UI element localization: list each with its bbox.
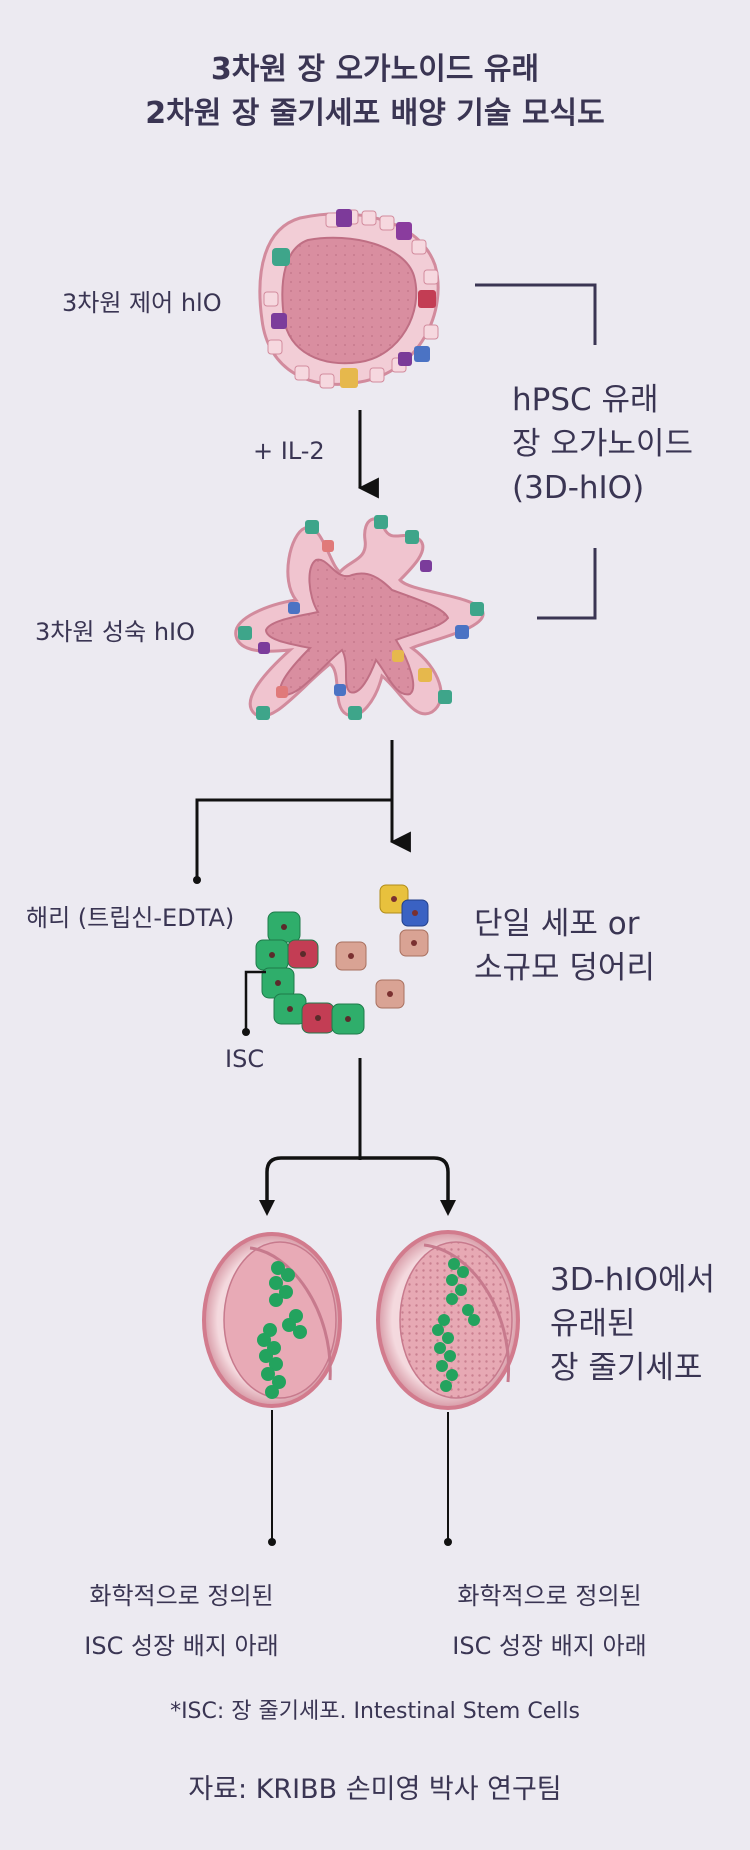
derived-isc-label: 3D-hIO에서 유래된 장 줄기세포 xyxy=(550,1258,715,1390)
right-dish-line-2: ISC 성장 배지 아래 xyxy=(452,1632,647,1660)
single-cells-line-2: 소규모 덩어리 xyxy=(474,950,655,986)
left-culture-dish-image xyxy=(202,1232,342,1408)
hpsc-label-line-2: 장 오가노이드 xyxy=(512,426,693,462)
bracket-bottom xyxy=(537,548,597,620)
mature-organoid-image xyxy=(234,515,485,720)
dissociation-pointer-line xyxy=(195,798,392,878)
right-culture-dish-image xyxy=(376,1230,520,1410)
single-cells-line-1: 단일 세포 or xyxy=(474,906,640,942)
isc-pointer-dot xyxy=(242,1028,250,1036)
left-dish-pointer-dot xyxy=(268,1538,276,1546)
left-dish-label: 화학적으로 정의된 ISC 성장 배지 아래 xyxy=(64,1571,299,1671)
hpsc-label-line-3: (3D-hIO) xyxy=(512,470,645,506)
split-arrow xyxy=(265,1156,450,1210)
right-dish-line-1: 화학적으로 정의된 xyxy=(457,1582,642,1610)
control-hio-label: 3차원 제어 hlO xyxy=(62,289,222,317)
single-cells-label: 단일 세포 or 소규모 덩어리 xyxy=(474,902,655,990)
source-credit: 자료: KRIBB 손미영 박사 연구팀 xyxy=(188,1774,562,1805)
il2-label: + IL-2 xyxy=(253,437,325,465)
diagram-title: 3차원 장 오가노이드 유래 2차원 장 줄기세포 배양 기술 모식도 xyxy=(0,48,750,136)
left-dish-line-1: 화학적으로 정의된 xyxy=(89,1582,274,1610)
split-arrow-right-head xyxy=(440,1200,456,1216)
dissociation-label: 해리 (트립신-EDTA) xyxy=(26,904,235,932)
derived-isc-line-2: 유래된 xyxy=(550,1306,636,1342)
derived-isc-line-1: 3D-hIO에서 xyxy=(550,1262,716,1298)
title-line-1: 3차원 장 오가노이드 유래 xyxy=(210,52,540,87)
dissociation-pointer-dot xyxy=(193,876,201,884)
right-dish-label: 화학적으로 정의된 ISC 성장 배지 아래 xyxy=(432,1571,667,1671)
hpsc-label-line-1: hPSC 유래 xyxy=(512,382,659,418)
isc-pointer-line xyxy=(244,970,266,1030)
left-dish-line-2: ISC 성장 배지 아래 xyxy=(84,1632,279,1660)
bracket-top xyxy=(475,283,597,345)
control-organoid-image xyxy=(258,209,440,389)
dissociated-cells-image xyxy=(255,884,429,1035)
derived-isc-line-3: 장 줄기세포 xyxy=(550,1350,703,1386)
footnote: *ISC: 장 줄기세포. Intestinal Stem Cells xyxy=(170,1699,580,1724)
title-line-2: 2차원 장 줄기세포 배양 기술 모식도 xyxy=(145,96,605,131)
isc-label: ISC xyxy=(225,1045,265,1073)
split-arrow-left-head xyxy=(259,1200,275,1216)
right-dish-pointer-dot xyxy=(444,1538,452,1546)
hpsc-organoid-label: hPSC 유래 장 오가노이드 (3D-hIO) xyxy=(512,378,693,510)
mature-hio-label: 3차원 성숙 hIO xyxy=(35,618,196,646)
